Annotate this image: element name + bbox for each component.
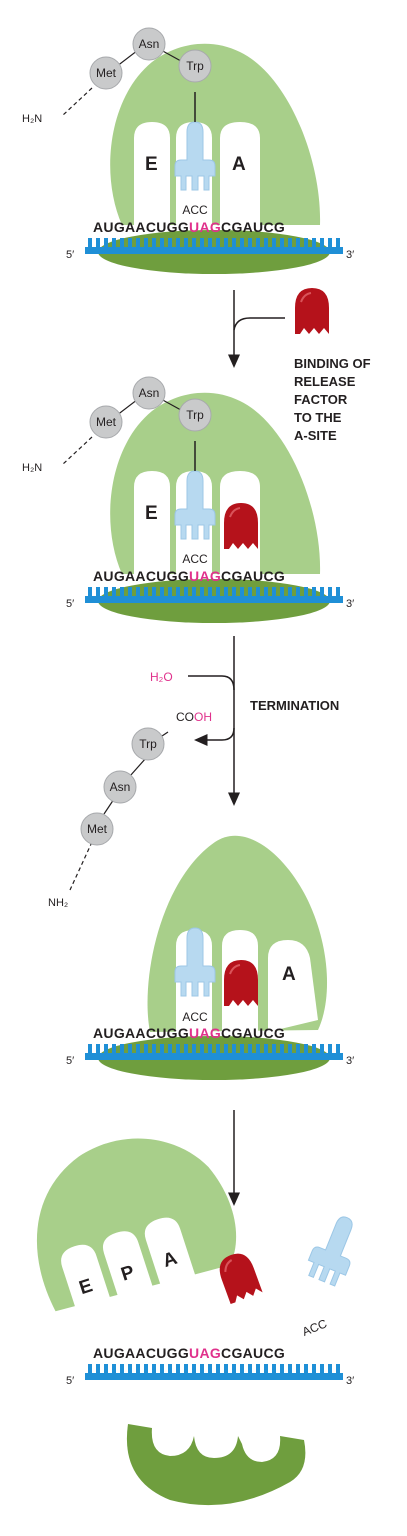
n-terminus-label: H₂N <box>22 462 42 474</box>
a-site-pocket <box>220 122 260 225</box>
carboxyl-label: COOH <box>176 710 212 724</box>
release-factor <box>223 959 259 1007</box>
peptide-dashed-link <box>61 436 93 466</box>
peptide-dashed-link <box>69 841 93 891</box>
a-site-pocket <box>268 940 318 1032</box>
e-site-label: E <box>77 1275 96 1299</box>
p-site-pocket <box>102 1231 154 1302</box>
five-prime-label: 5′ <box>66 249 74 261</box>
e-site-label: E <box>145 503 158 524</box>
mrna-sequence: AUGAACUGGUAGCGAUCG <box>93 219 285 235</box>
panel-3-after-termination: A ACC AUGAACUGGUAGCGAUCG 5′ 3′ <box>66 835 354 1080</box>
detached-large-subunit: E P A <box>36 1138 237 1315</box>
e-site-pocket <box>61 1244 112 1315</box>
mrna-sequence: AUGAACUGGUAGCGAUCG <box>93 568 285 584</box>
e-site-pocket <box>134 471 170 574</box>
five-prime-label: 5′ <box>66 1055 74 1067</box>
amino-acid-trp <box>178 49 212 83</box>
amino-acid-asn <box>132 376 166 410</box>
e-site-pocket <box>134 122 170 225</box>
peptide-bond <box>129 757 147 777</box>
panel-2-release-factor-bound: E ACC Asn Met Trp H₂N AUGAACUGGUAGCGAUCG… <box>22 376 354 623</box>
a-site-pocket <box>144 1217 196 1288</box>
peptide-dashed-link <box>61 87 93 117</box>
e-site-label: E <box>145 154 158 175</box>
released-trna <box>302 1209 367 1289</box>
branch-curve <box>233 317 285 331</box>
five-prime-label: 5′ <box>66 598 74 610</box>
amino-acid-label: Asn <box>139 37 160 51</box>
amino-acid-label: Met <box>87 822 108 836</box>
release-factor-a-site <box>223 502 259 550</box>
n-terminus-label: H₂N <box>22 113 42 125</box>
anticodon-label: ACC <box>300 1316 329 1339</box>
a-site-label: A <box>160 1248 180 1272</box>
amino-acid-label: Trp <box>139 737 157 751</box>
panel-4-dissociation: E P A ACC AUGAACUGGUAGCGAUCG 5′ 3′ <box>36 1138 367 1506</box>
mrna-sequence: AUGAACUGGUAGCGAUCG <box>93 1025 285 1041</box>
amino-acid-met <box>89 56 123 90</box>
n-terminus-label: NH₂ <box>48 897 68 909</box>
anticodon-label: ACC <box>182 1010 208 1024</box>
anticodon-label: ACC <box>182 552 208 566</box>
step-1-label: BINDING OF RELEASE FACTOR TO THE A-SITE <box>294 356 374 443</box>
step-binding-release-factor: BINDING OF RELEASE FACTOR TO THE A-SITE <box>228 287 374 443</box>
a-site-label: A <box>282 964 296 985</box>
release-curve <box>194 727 235 746</box>
step-termination: H₂O COOH TERMINATION Trp Asn Met NH₂ <box>48 636 339 909</box>
amino-acid-label: Asn <box>110 780 131 794</box>
anticodon-label: ACC <box>182 203 208 217</box>
three-prime-label: 3′ <box>346 1375 354 1387</box>
panel-1-ribosome-stop-codon: E A ACC Asn Met Trp H₂N AUGAACUGGUAGCGAU… <box>22 27 354 274</box>
release-factor-icon <box>294 287 330 335</box>
amino-acid-label: Met <box>96 415 117 429</box>
step-2-label: TERMINATION <box>250 698 339 713</box>
three-prime-label: 3′ <box>346 598 354 610</box>
mrna-strand <box>85 1364 343 1380</box>
amino-acid-met <box>89 405 123 439</box>
five-prime-label: 5′ <box>66 1375 74 1387</box>
amino-acid-label: Asn <box>139 386 160 400</box>
amino-acid-trp <box>178 398 212 432</box>
amino-acid-label: Trp <box>186 408 204 422</box>
three-prime-label: 3′ <box>346 1055 354 1067</box>
a-site-label: A <box>232 154 246 175</box>
amino-acid-asn <box>103 770 137 804</box>
mrna-sequence: AUGAACUGGUAGCGAUCG <box>93 1345 285 1361</box>
amino-acid-met <box>80 812 114 846</box>
amino-acid-trp <box>131 727 165 761</box>
detached-small-subunit <box>126 1424 306 1506</box>
three-prime-label: 3′ <box>346 249 354 261</box>
water-label: H₂O <box>150 670 173 684</box>
water-input-curve <box>188 675 235 691</box>
amino-acid-label: Met <box>96 66 117 80</box>
amino-acid-label: Trp <box>186 59 204 73</box>
amino-acid-asn <box>132 27 166 61</box>
